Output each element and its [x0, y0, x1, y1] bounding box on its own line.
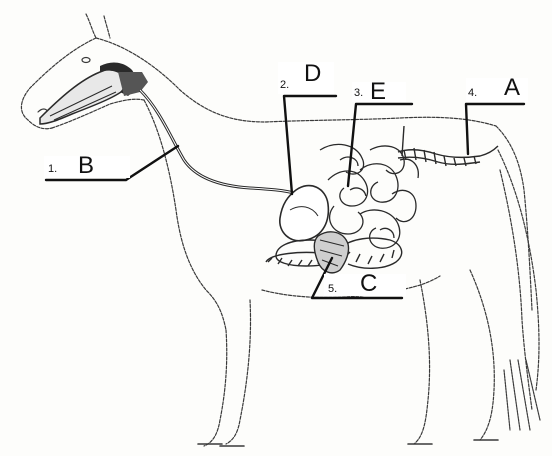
label-5: 5. C	[324, 274, 406, 296]
label-4-number: 4.	[468, 88, 477, 99]
label-4: 4. A	[466, 78, 528, 102]
cecum	[314, 232, 348, 273]
esophagus	[140, 90, 298, 194]
label-4-letter: A	[504, 76, 520, 100]
label-3-number: 3.	[354, 88, 363, 99]
label-1-letter: B	[78, 154, 94, 178]
label-5-letter: C	[360, 272, 377, 296]
small-colon-rectum	[398, 126, 498, 166]
label-2-number: 2.	[280, 80, 289, 91]
label-2: 2. D	[278, 62, 334, 94]
mouth-pharynx	[40, 63, 148, 124]
leader-lines	[46, 96, 524, 298]
stomach	[280, 186, 329, 241]
label-2-letter: D	[304, 62, 321, 86]
label-1: 1. B	[44, 156, 130, 178]
leader-line-4	[466, 104, 524, 154]
label-3: 3. E	[352, 82, 406, 102]
label-1-number: 1.	[48, 164, 57, 175]
label-5-number: 5.	[328, 284, 337, 295]
label-3-letter: E	[370, 80, 386, 104]
